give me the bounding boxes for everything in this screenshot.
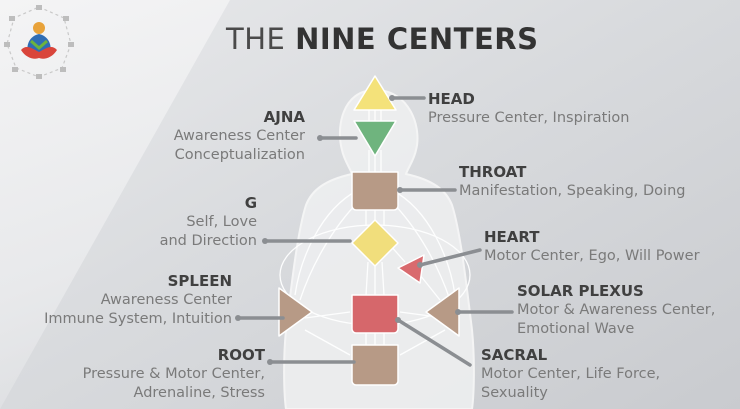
center-desc-spleen-1: Awareness Center bbox=[100, 292, 232, 308]
title-bold: NINE CENTERS bbox=[295, 22, 539, 56]
center-desc-spleen-2: Immune System, Intuition bbox=[44, 311, 232, 327]
sacral-center bbox=[351, 294, 399, 334]
label-heart: HEART Motor Center, Ego, Will Power bbox=[484, 228, 700, 266]
label-throat: THROAT Manifestation, Speaking, Doing bbox=[459, 163, 685, 201]
page-title: THE NINE CENTERS bbox=[226, 22, 539, 56]
center-name-sacral: SACRAL bbox=[481, 346, 548, 364]
label-head: HEAD Pressure Center, Inspiration bbox=[428, 90, 629, 128]
spleen-center bbox=[278, 287, 313, 337]
connector-spleen bbox=[235, 315, 285, 321]
center-name-ajna: AJNA bbox=[263, 108, 305, 126]
center-desc-g-1: Self, Love bbox=[186, 214, 257, 230]
connector-root bbox=[267, 359, 356, 365]
label-g: G Self, Love and Direction bbox=[160, 194, 257, 251]
center-desc-root-2: Adrenaline, Stress bbox=[133, 385, 265, 401]
app-logo-icon bbox=[4, 5, 74, 79]
connector-g bbox=[262, 238, 352, 244]
center-name-spleen: SPLEEN bbox=[167, 272, 232, 290]
center-desc-root-1: Pressure & Motor Center, bbox=[82, 366, 265, 382]
center-name-heart: HEART bbox=[484, 228, 540, 246]
label-ajna: AJNA Awareness Center Conceptualization bbox=[174, 108, 305, 165]
heart-center bbox=[397, 254, 425, 284]
title-light: THE bbox=[226, 22, 286, 56]
center-name-head: HEAD bbox=[428, 90, 475, 108]
center-desc-throat-1: Manifestation, Speaking, Doing bbox=[459, 183, 686, 199]
center-desc-sacral-2: Sexuality bbox=[481, 385, 548, 401]
label-sacral: SACRAL Motor Center, Life Force, Sexuali… bbox=[481, 346, 660, 403]
ajna-center bbox=[353, 120, 397, 157]
connector-head bbox=[389, 95, 426, 101]
throat-center bbox=[351, 171, 399, 211]
center-name-root: ROOT bbox=[217, 346, 265, 364]
center-desc-heart-1: Motor Center, Ego, Will Power bbox=[484, 248, 700, 264]
center-desc-g-2: and Direction bbox=[159, 233, 257, 249]
connector-ajna bbox=[317, 135, 358, 141]
center-desc-head-1: Pressure Center, Inspiration bbox=[428, 110, 630, 126]
connector-solar bbox=[455, 309, 514, 315]
center-desc-ajna-2: Conceptualization bbox=[174, 147, 305, 163]
center-desc-sacral-1: Motor Center, Life Force, bbox=[481, 366, 661, 382]
center-desc-solar-2: Emotional Wave bbox=[517, 321, 635, 337]
label-root: ROOT Pressure & Motor Center, Adrenaline… bbox=[83, 346, 265, 403]
center-desc-solar-1: Motor & Awareness Center, bbox=[517, 302, 716, 318]
connector-sacral bbox=[395, 317, 472, 367]
label-solar-plexus: SOLAR PLEXUS Motor & Awareness Center, E… bbox=[517, 282, 715, 339]
connector-throat bbox=[397, 187, 457, 193]
g-center bbox=[351, 219, 399, 267]
root-center bbox=[351, 344, 399, 386]
head-center bbox=[353, 75, 397, 111]
center-name-solar-plexus: SOLAR PLEXUS bbox=[517, 282, 644, 300]
center-name-g: G bbox=[244, 194, 257, 212]
connector-heart bbox=[417, 248, 482, 268]
center-desc-ajna-1: Awareness Center bbox=[173, 128, 305, 144]
label-spleen: SPLEEN Awareness Center Immune System, I… bbox=[44, 272, 232, 329]
center-name-throat: THROAT bbox=[459, 163, 527, 181]
